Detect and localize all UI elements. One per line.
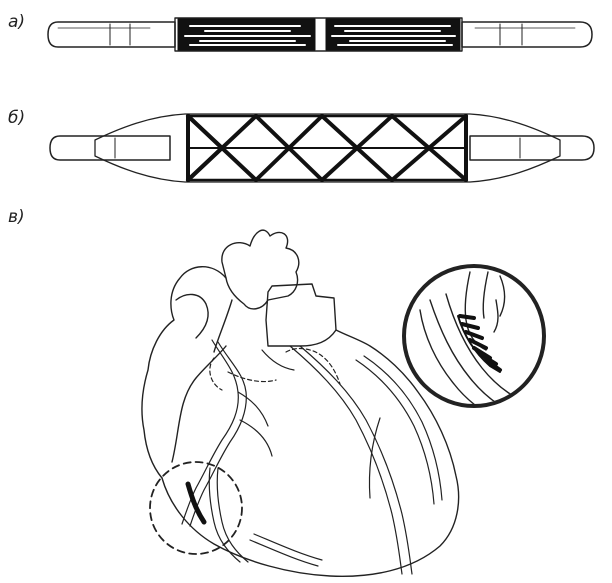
implanted-stent-small <box>188 484 204 522</box>
expanded-stent-lattice <box>188 116 466 180</box>
crimped-stent-segment-right <box>326 19 460 50</box>
left-heart-outline <box>142 267 226 478</box>
catheter-left <box>48 22 175 47</box>
coronary-arteries <box>182 340 442 574</box>
crimped-stent-segment-left <box>178 19 315 50</box>
expanded-stent-assembly <box>50 114 594 182</box>
heart-illustration <box>142 230 459 576</box>
pulmonary-trunk <box>266 284 336 346</box>
catheter-left-b <box>50 136 170 160</box>
crimped-stent-assembly <box>48 18 592 51</box>
aorta <box>222 230 299 309</box>
catheter-right <box>462 22 592 47</box>
catheter-right-b <box>470 136 594 160</box>
